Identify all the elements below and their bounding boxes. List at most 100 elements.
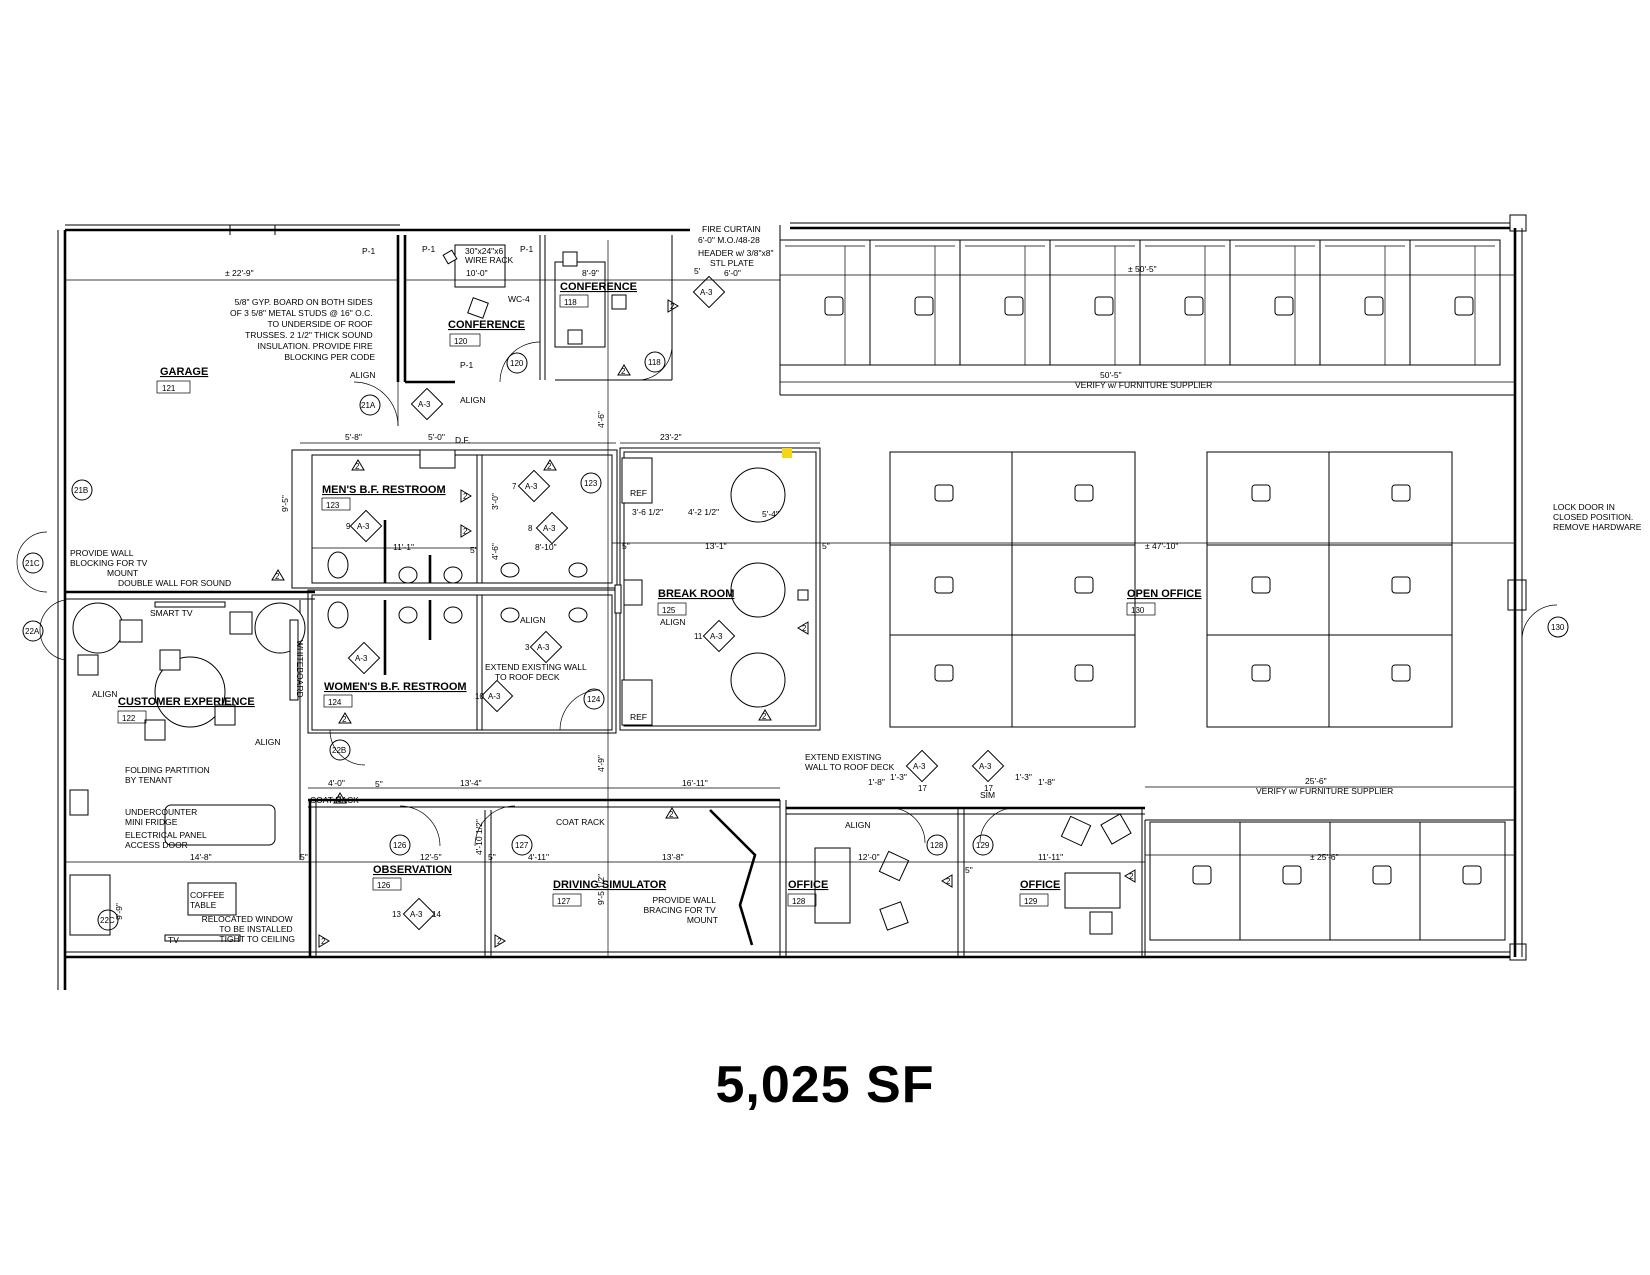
- door-tag-21b: 21B: [74, 486, 88, 495]
- elevation-a3-10: A-3: [402, 897, 436, 931]
- elevation-markers: A-3 A-3 A-3 A-3 A-3 A-3 A-3 A-3 A-3 A-3 …: [346, 275, 1005, 931]
- elevation-a3-7: A-3: [529, 630, 563, 664]
- dim-off-1111: 11'-11": [1038, 852, 1063, 862]
- keynote-tri-5: 2: [271, 569, 285, 581]
- section-tag-10: 10: [475, 692, 484, 701]
- restroom-fixtures: [327, 449, 622, 629]
- dim-header-5: 5': [694, 266, 701, 276]
- room-number-mens-restroom: 123: [326, 501, 340, 510]
- door-tag-22b: 22B: [332, 746, 346, 755]
- room-number-conference-118: 118: [564, 298, 577, 307]
- svg-text:2: 2: [463, 492, 468, 501]
- extend-wall-office-note: EXTEND EXISTING WALL TO ROOF DECK: [805, 752, 895, 772]
- svg-text:2: 2: [355, 462, 360, 471]
- align-label-1: ALIGN: [350, 370, 376, 380]
- dim-five-6: 5": [965, 865, 973, 875]
- dim-five-3: 5": [822, 541, 830, 551]
- break-room-furniture: [621, 457, 809, 726]
- room-number-break-room: 125: [662, 606, 676, 615]
- dim-off-13-b: 1'-3": [1015, 772, 1032, 782]
- dim-men-5: 5'-0": [428, 432, 445, 442]
- elevation-a3-12: A-3: [971, 749, 1005, 783]
- customer-experience-furniture: [69, 601, 306, 942]
- svg-text:A-3: A-3: [700, 288, 713, 297]
- elevation-a3-3: A-3: [349, 509, 383, 543]
- dim-v-41: 4'-10 1/2": [474, 819, 484, 855]
- wc4-label: WC-4: [508, 294, 530, 304]
- room-number-open-office: 130: [1131, 606, 1145, 615]
- dim-men-w: 5'-8": [345, 432, 362, 442]
- door-tag-120: 120: [510, 359, 524, 368]
- keynote-tri-13: 2: [318, 934, 330, 948]
- dim-break-54: 5'-4": [762, 509, 779, 519]
- dim-off-120: 12'-0": [858, 852, 880, 862]
- p1-label-1: P-1: [362, 246, 376, 256]
- svg-text:A-3: A-3: [913, 762, 926, 771]
- room-name-open-office: OPEN OFFICE: [1127, 588, 1202, 600]
- verify-furniture-bottom: VERIFY w/ FURNITURE SUPPLIER: [1256, 786, 1393, 796]
- dim-cust-148: 14'-8": [190, 852, 212, 862]
- dim-break-13: 13'-1": [705, 541, 727, 551]
- fire-curtain-note: FIRE CURTAIN: [702, 224, 761, 234]
- elevation-a3-1: A-3: [410, 387, 444, 421]
- dim-five-4: 5": [300, 852, 308, 862]
- section-tag-17-b: 17: [984, 784, 993, 793]
- room-name-mens-restroom: MEN'S B.F. RESTROOM: [322, 484, 446, 496]
- undercounter-note: UNDERCOUNTER MINI FRIDGE: [125, 807, 200, 827]
- dim-rest-46: 4'-6": [490, 543, 500, 560]
- tv-label: TV: [168, 935, 179, 945]
- dim-men-94: 9'-5": [280, 495, 290, 512]
- align-label-2: ALIGN: [460, 395, 486, 405]
- dim-five-1: 5": [470, 545, 478, 555]
- gyp-board-note: 5/8" GYP. BOARD ON BOTH SIDES OF 3 5/8" …: [230, 297, 375, 362]
- align-label-5: ALIGN: [520, 615, 546, 625]
- dim-off-18-a: 1'-8": [868, 777, 885, 787]
- room-name-office-129: OFFICE: [1020, 879, 1060, 891]
- room-name-customer-experience: CUSTOMER EXPERIENCE: [118, 696, 255, 708]
- keynote-tri-9: 2: [758, 709, 772, 721]
- svg-text:A-3: A-3: [418, 400, 431, 409]
- svg-text:2: 2: [621, 367, 626, 376]
- room-number-conference-120: 120: [454, 337, 468, 346]
- exterior-walls: [57, 214, 1527, 990]
- dim-sim-1611: 16'-11": [682, 778, 708, 788]
- df-label: D.F.: [455, 435, 470, 445]
- door-tag-130: 130: [1551, 623, 1565, 632]
- top-workstations: [779, 239, 1501, 366]
- door-tag-129: 129: [976, 841, 990, 850]
- svg-text:A-3: A-3: [525, 482, 538, 491]
- svg-text:2: 2: [337, 795, 342, 804]
- door-tag-128: 128: [930, 841, 944, 850]
- extend-wall-restroom-note: EXTEND EXISTING WALL TO ROOF DECK: [485, 662, 589, 682]
- room-number-customer-experience: 122: [122, 714, 136, 723]
- p1-label-4: P-1: [460, 360, 474, 370]
- door-tag-123: 123: [584, 479, 598, 488]
- room-number-driving-simulator: 127: [557, 897, 571, 906]
- lower-workstations: [1149, 821, 1506, 941]
- keynote-tri-11: 2: [333, 792, 347, 804]
- room-name-observation: OBSERVATION: [373, 864, 452, 876]
- svg-text:2: 2: [463, 527, 468, 536]
- room-name-break-room: BREAK ROOM: [658, 588, 734, 600]
- tv-bracing-note: PROVIDE WALL BRACING FOR TV MOUNT: [644, 895, 718, 925]
- dim-break-36: 3'-6 1/2": [632, 507, 663, 517]
- dim-garage-width: ± 22'-9": [225, 268, 254, 278]
- section-tag-11: 11: [694, 632, 703, 641]
- ref-label-2: REF: [630, 712, 647, 722]
- keynote-tri-10: 2: [338, 712, 352, 724]
- keynote-tri-14: 2: [494, 934, 506, 948]
- dim-conf120: 10'-0": [466, 268, 488, 278]
- coat-rack-label-1: COAT RACK: [310, 795, 359, 805]
- dim-off-18-b: 1'-8": [1038, 777, 1055, 787]
- section-tag-9: 9: [346, 522, 351, 531]
- door-tag-22a: 22A: [25, 627, 40, 636]
- keynote-tri-2: 2: [460, 489, 472, 503]
- dim-rest-30: 3'-0": [490, 493, 500, 510]
- p1-label-2: P-1: [422, 244, 436, 254]
- simulator-office-furniture: [709, 809, 1132, 946]
- dim-five-7: 5": [375, 779, 383, 789]
- smart-tv-label: SMART TV: [150, 608, 193, 618]
- elevation-a3-9: A-3: [702, 619, 736, 653]
- keynote-tri-15: 2: [941, 874, 953, 888]
